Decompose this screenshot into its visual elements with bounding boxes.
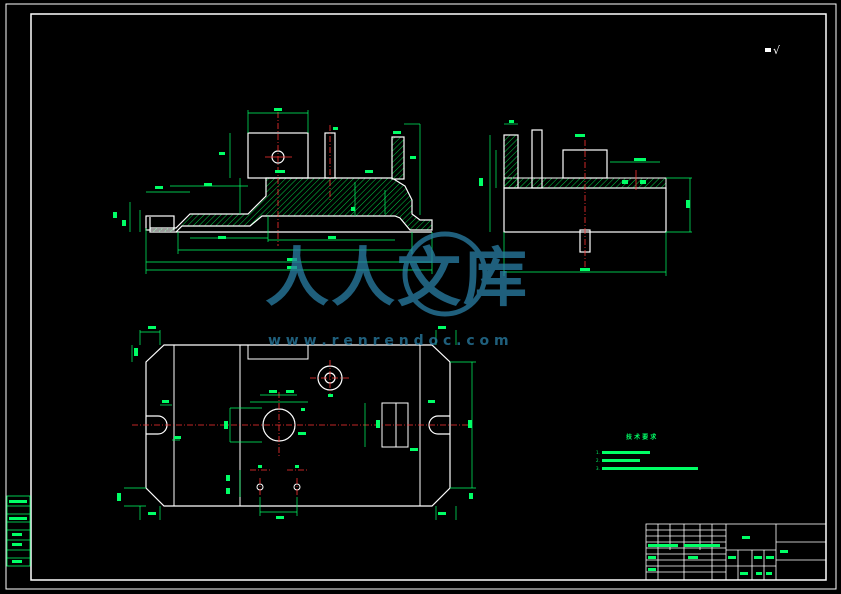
side-view	[479, 120, 692, 276]
tech-req-item-1: 1.	[596, 450, 600, 455]
inner-drawing-frame	[30, 13, 827, 581]
surface-roughness-symbol: √	[765, 44, 781, 57]
tech-req-item-3: 3.	[596, 466, 600, 471]
front-view	[113, 108, 433, 274]
front-view-section	[149, 177, 433, 233]
top-view-outline	[145, 344, 451, 507]
watermark-url: w w w . r e n r e n d o c . c o m	[268, 333, 509, 349]
watermark-ring	[402, 231, 488, 317]
watermark-chinese-text: 人人文库	[265, 242, 529, 316]
watermark: 人人文库 w w w . r e n r e n d o c . c o m	[265, 231, 529, 349]
front-view-post	[391, 136, 405, 180]
top-view-slot	[247, 344, 309, 360]
tech-req-title: 技 术 要 求	[626, 433, 657, 441]
side-revision-strip	[6, 495, 31, 567]
title-block	[645, 523, 827, 581]
side-view-plate	[531, 129, 543, 189]
top-view	[117, 326, 476, 520]
tech-req-item-2: 2.	[596, 458, 600, 463]
front-view-left-foot	[145, 215, 175, 231]
roughness-check-glyph: √	[773, 44, 781, 57]
technical-requirements: 技 术 要 求 1. 2. 3.	[596, 433, 698, 471]
outer-sheet-border	[5, 3, 837, 590]
side-view-column	[503, 134, 519, 189]
